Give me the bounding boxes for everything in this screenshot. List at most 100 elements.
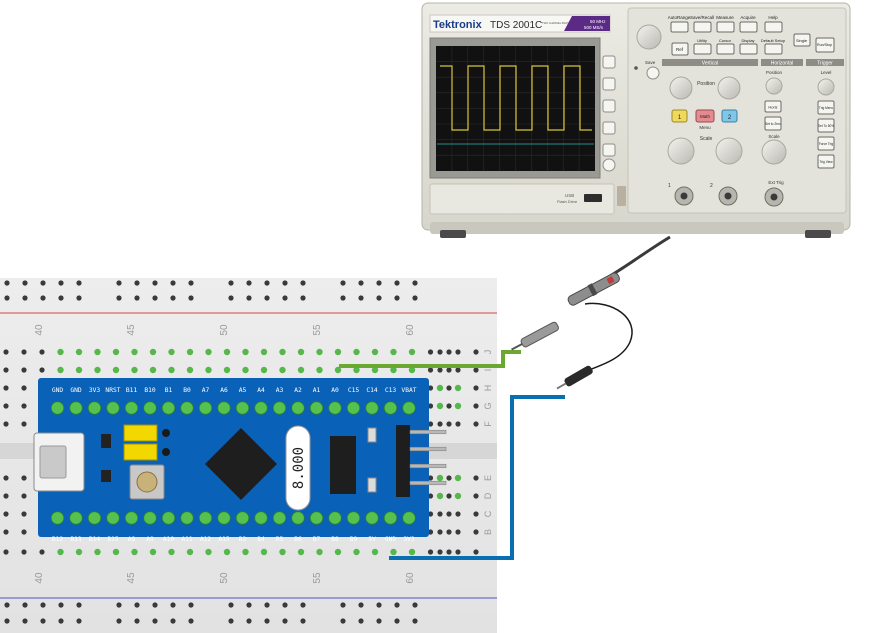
power-rail-hole[interactable] (188, 618, 193, 623)
power-rail-hole[interactable] (246, 280, 251, 285)
power-rail-hole[interactable] (228, 602, 233, 607)
power-rail-hole[interactable] (134, 602, 139, 607)
breadboard-hole[interactable] (446, 511, 451, 516)
power-rail-hole[interactable] (4, 618, 9, 623)
breadboard-hole[interactable] (3, 403, 8, 408)
horizontal-position-knob[interactable] (766, 78, 782, 94)
power-rail-hole[interactable] (246, 602, 251, 607)
power-rail-hole[interactable] (76, 618, 81, 623)
power-rail-hole[interactable] (282, 280, 287, 285)
header-pin[interactable] (88, 402, 101, 415)
header-pin[interactable] (273, 402, 286, 415)
power-rail-hole[interactable] (76, 602, 81, 607)
breadboard-hole[interactable] (473, 367, 478, 372)
breadboard-hole[interactable] (473, 529, 478, 534)
power-rail-hole[interactable] (134, 280, 139, 285)
power-rail-hole[interactable] (228, 280, 233, 285)
breadboard-hole[interactable] (446, 385, 451, 390)
power-rail-hole[interactable] (228, 295, 233, 300)
power-rail-hole[interactable] (264, 618, 269, 623)
header-pin[interactable] (70, 402, 83, 415)
power-rail-hole[interactable] (4, 280, 9, 285)
breadboard-hole[interactable] (21, 493, 26, 498)
breadboard-hole[interactable] (21, 475, 26, 480)
power-rail-hole[interactable] (358, 295, 363, 300)
header-pin[interactable] (366, 512, 379, 525)
breadboard-hole[interactable] (473, 493, 478, 498)
power-rail-hole[interactable] (412, 295, 417, 300)
menu-button[interactable] (765, 44, 782, 54)
power-rail-hole[interactable] (358, 280, 363, 285)
power-rail-hole[interactable] (376, 295, 381, 300)
power-rail-hole[interactable] (340, 280, 345, 285)
power-rail-hole[interactable] (188, 602, 193, 607)
power-rail-hole[interactable] (412, 618, 417, 623)
power-rail-hole[interactable] (300, 602, 305, 607)
power-rail-hole[interactable] (76, 280, 81, 285)
header-pin[interactable] (162, 402, 175, 415)
header-pin[interactable] (70, 512, 83, 525)
power-rail-hole[interactable] (152, 602, 157, 607)
power-rail-hole[interactable] (58, 280, 63, 285)
breadboard-hole[interactable] (3, 529, 8, 534)
menu-button[interactable] (671, 22, 688, 32)
power-rail-hole[interactable] (188, 280, 193, 285)
power-rail-hole[interactable] (376, 602, 381, 607)
breadboard-hole[interactable] (437, 367, 442, 372)
swd-pin[interactable] (410, 464, 446, 468)
breadboard-hole[interactable] (455, 549, 460, 554)
menu-button[interactable] (740, 44, 757, 54)
power-rail-hole[interactable] (170, 295, 175, 300)
breadboard-hole[interactable] (473, 421, 478, 426)
breadboard-hole[interactable] (473, 549, 478, 554)
breadboard-hole[interactable] (3, 367, 8, 372)
breadboard-hole[interactable] (3, 475, 8, 480)
breadboard-hole[interactable] (3, 349, 8, 354)
multipurpose-knob[interactable] (637, 25, 661, 49)
header-pin[interactable] (384, 402, 397, 415)
breadboard-hole[interactable] (21, 421, 26, 426)
breadboard-hole[interactable] (446, 403, 451, 408)
power-rail-hole[interactable] (300, 280, 305, 285)
header-pin[interactable] (366, 402, 379, 415)
breadboard-hole[interactable] (39, 367, 44, 372)
power-rail-hole[interactable] (412, 280, 417, 285)
breadboard-hole[interactable] (21, 349, 26, 354)
power-rail-hole[interactable] (282, 295, 287, 300)
power-rail-hole[interactable] (40, 602, 45, 607)
probe-comp-terminal[interactable] (617, 186, 626, 206)
boot-jumper-0[interactable] (124, 425, 157, 441)
header-pin[interactable] (255, 402, 268, 415)
menu-button[interactable] (765, 22, 782, 32)
power-rail-hole[interactable] (4, 602, 9, 607)
breadboard-hole[interactable] (21, 511, 26, 516)
power-rail-hole[interactable] (22, 602, 27, 607)
header-pin[interactable] (199, 402, 212, 415)
bezel-option-button[interactable] (603, 100, 615, 112)
breadboard-hole[interactable] (446, 349, 451, 354)
header-pin[interactable] (273, 512, 286, 525)
power-rail-hole[interactable] (340, 618, 345, 623)
bezel-option-button[interactable] (603, 78, 615, 90)
power-rail-hole[interactable] (170, 280, 175, 285)
breadboard-hole[interactable] (473, 349, 478, 354)
header-pin[interactable] (347, 512, 360, 525)
menu-button[interactable] (694, 22, 711, 32)
power-rail-hole[interactable] (188, 295, 193, 300)
breadboard-hole[interactable] (39, 349, 44, 354)
power-rail-hole[interactable] (4, 295, 9, 300)
power-rail-hole[interactable] (300, 295, 305, 300)
header-pin[interactable] (125, 402, 138, 415)
power-rail-hole[interactable] (58, 295, 63, 300)
menu-button[interactable] (740, 22, 757, 32)
bezel-option-button[interactable] (603, 122, 615, 134)
power-rail-hole[interactable] (394, 295, 399, 300)
breadboard-hole[interactable] (21, 549, 26, 554)
header-pin[interactable] (292, 402, 305, 415)
power-rail-hole[interactable] (376, 280, 381, 285)
breadboard-hole[interactable] (446, 421, 451, 426)
header-pin[interactable] (162, 512, 175, 525)
header-pin[interactable] (329, 512, 342, 525)
power-rail-hole[interactable] (358, 618, 363, 623)
print-button[interactable] (603, 159, 615, 171)
